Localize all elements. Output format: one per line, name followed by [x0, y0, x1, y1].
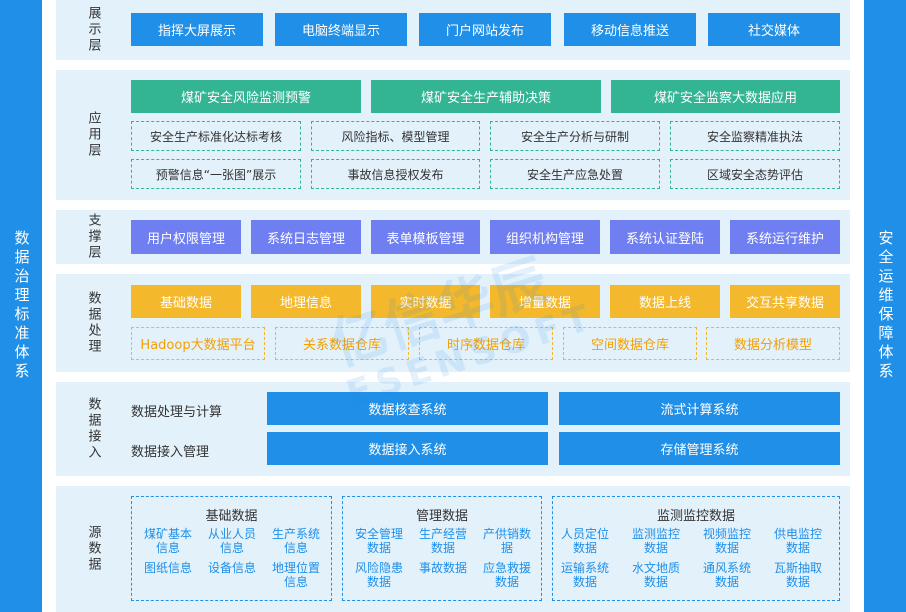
source-panel-monitoring: 监测监控数据 人员定位数据 监测监控数据 视频监控数据 供电监控数据 运输系统数…	[552, 496, 840, 601]
source-item: 生产系统信息	[271, 527, 320, 555]
processing-item: 数据上线	[610, 285, 720, 318]
application-sub-item: 风险指标、模型管理	[311, 121, 480, 151]
source-item: 人员定位数据	[560, 527, 609, 555]
processing-item: 实时数据	[371, 285, 480, 318]
source-item: 风险隐患数据	[354, 561, 403, 589]
source-panel-title: 监测监控数据	[656, 509, 735, 524]
processing-layer: 数据处理 基础数据 地理信息 实时数据 增量数据 数据上线 交互共享数据 Had…	[56, 274, 850, 372]
source-layer: 源数据 基础数据 煤矿基本信息 从业人员信息 生产系统信息 图纸信息 设备信息 …	[56, 486, 850, 612]
support-item: 组织机构管理	[490, 220, 600, 254]
application-sub-item: 安全监察精准执法	[670, 121, 840, 151]
support-layer-label: 支撑层	[85, 213, 101, 261]
source-item: 通风系统数据	[702, 561, 751, 589]
processing-platform: Hadoop大数据平台	[131, 327, 265, 360]
ingest-system: 流式计算系统	[559, 392, 840, 425]
display-layer-label: 展示层	[85, 6, 101, 54]
source-panel-title: 管理数据	[415, 509, 468, 524]
source-panel-management: 管理数据 安全管理数据 生产经营数据 产供销数据 风险隐患数据 事故数据 应急救…	[342, 496, 542, 601]
application-main-item: 煤矿安全监察大数据应用	[611, 80, 840, 113]
application-sub-item: 安全生产标准化达标考核	[131, 121, 301, 151]
data-governance-bar: 数据治理标准体系	[0, 0, 42, 612]
source-item: 瓦斯抽取数据	[773, 561, 822, 589]
ingest-system: 存储管理系统	[559, 432, 840, 465]
source-item: 监测监控数据	[631, 527, 680, 555]
application-sub-item: 区域安全态势评估	[670, 159, 840, 189]
ingest-row-label: 数据接入管理	[131, 445, 210, 460]
source-item: 视频监控数据	[702, 527, 751, 555]
support-layer: 支撑层 用户权限管理 系统日志管理 表单模板管理 组织机构管理 系统认证登陆 系…	[56, 210, 850, 264]
display-item: 社交媒体	[708, 13, 840, 46]
application-sub-item: 安全生产应急处置	[490, 159, 660, 189]
application-layer-label: 应用层	[85, 111, 101, 159]
support-item: 系统日志管理	[251, 220, 361, 254]
display-item: 指挥大屏展示	[131, 13, 263, 46]
source-item: 应急救援数据	[482, 561, 531, 589]
processing-layer-label: 数据处理	[85, 291, 101, 355]
application-sub-item: 安全生产分析与研制	[490, 121, 660, 151]
application-layer: 应用层 煤矿安全风险监测预警 煤矿安全生产辅助决策 煤矿安全监察大数据应用 安全…	[56, 70, 850, 200]
display-item: 电脑终端显示	[275, 13, 407, 46]
application-main-item: 煤矿安全风险监测预警	[131, 80, 361, 113]
display-layer: 展示层 指挥大屏展示 电脑终端显示 门户网站发布 移动信息推送 社交媒体	[56, 0, 850, 60]
processing-platform: 关系数据仓库	[275, 327, 409, 360]
application-sub-item: 预警信息“一张图”展示	[131, 159, 301, 189]
source-panel-title: 基础数据	[205, 509, 258, 524]
processing-item: 地理信息	[251, 285, 361, 318]
support-item: 表单模板管理	[371, 220, 480, 254]
security-ops-label: 安全运维保障体系	[876, 230, 895, 382]
source-item: 设备信息	[207, 561, 256, 575]
support-item: 系统运行维护	[730, 220, 840, 254]
ingest-row-label: 数据处理与计算	[131, 405, 223, 420]
display-item: 移动信息推送	[564, 13, 696, 46]
processing-item: 增量数据	[490, 285, 600, 318]
source-item: 生产经营数据	[418, 527, 467, 555]
source-item: 煤矿基本信息	[143, 527, 192, 555]
ingest-layer-label: 数据接入	[85, 397, 101, 461]
support-item: 用户权限管理	[131, 220, 241, 254]
source-item: 水文地质数据	[631, 561, 680, 589]
application-main-item: 煤矿安全生产辅助决策	[371, 80, 601, 113]
source-item: 产供销数据	[482, 527, 531, 555]
support-item: 系统认证登陆	[610, 220, 720, 254]
processing-platform: 时序数据仓库	[419, 327, 553, 360]
source-layer-label: 源数据	[85, 525, 101, 573]
ingest-system: 数据接入系统	[267, 432, 548, 465]
application-sub-item: 事故信息授权发布	[311, 159, 480, 189]
processing-item: 基础数据	[131, 285, 241, 318]
ingest-layer: 数据接入 数据处理与计算 数据核查系统 流式计算系统 数据接入管理 数据接入系统…	[56, 382, 850, 476]
source-item: 运输系统数据	[560, 561, 609, 589]
display-item: 门户网站发布	[419, 13, 551, 46]
source-item: 安全管理数据	[354, 527, 403, 555]
security-ops-bar: 安全运维保障体系	[864, 0, 906, 612]
source-item: 从业人员信息	[207, 527, 256, 555]
source-item: 图纸信息	[143, 561, 192, 575]
source-panel-basic: 基础数据 煤矿基本信息 从业人员信息 生产系统信息 图纸信息 设备信息 地理位置…	[131, 496, 332, 601]
source-item: 供电监控数据	[773, 527, 822, 555]
data-governance-label: 数据治理标准体系	[12, 230, 31, 382]
processing-item: 交互共享数据	[730, 285, 840, 318]
processing-platform: 数据分析模型	[706, 327, 840, 360]
ingest-system: 数据核查系统	[267, 392, 548, 425]
source-item: 地理位置信息	[271, 561, 320, 589]
source-item: 事故数据	[418, 561, 467, 575]
processing-platform: 空间数据仓库	[563, 327, 697, 360]
